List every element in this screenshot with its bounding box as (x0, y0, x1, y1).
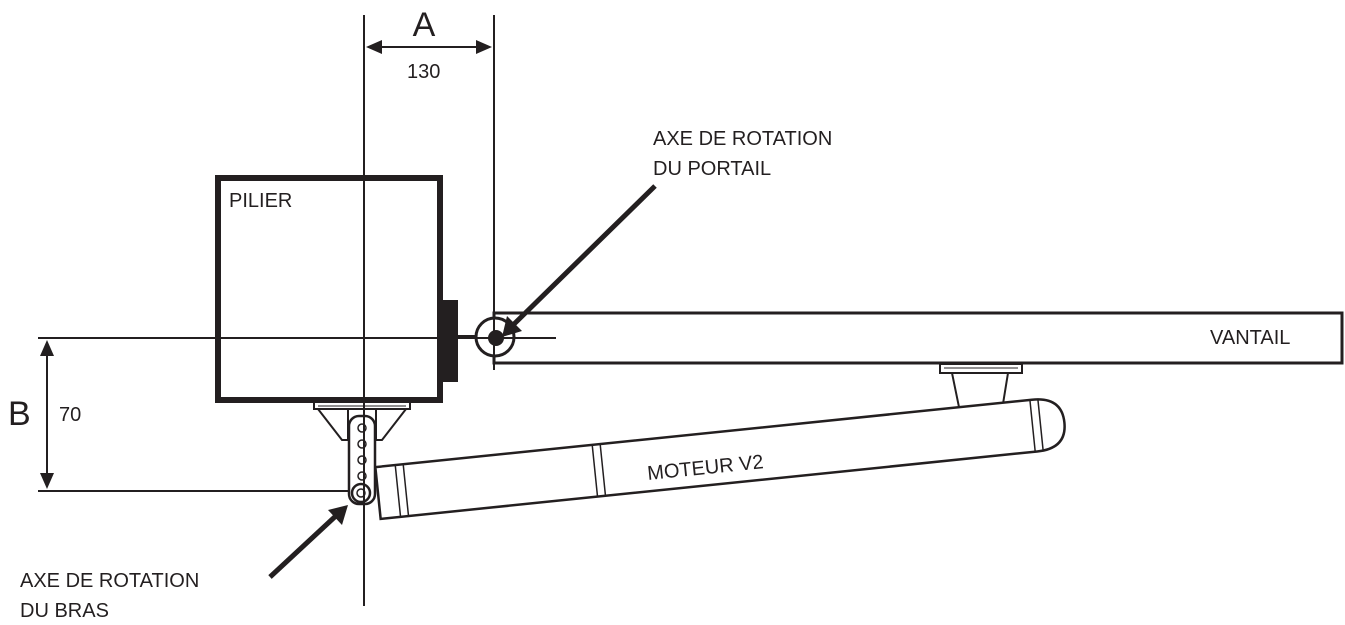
dimension-a: A 130 (366, 6, 492, 83)
motor-body (373, 398, 1066, 521)
reference-lines (38, 15, 556, 606)
vantail-label: VANTAIL (1210, 327, 1290, 349)
pointer-arrows (268, 184, 657, 579)
pillar-label: PILIER (229, 190, 292, 212)
arm-axis-label-line1: AXE DE ROTATION (20, 570, 199, 592)
dimension-b-value: 70 (59, 404, 81, 426)
dimension-b-letter: B (8, 395, 31, 433)
dimension-a-value: 130 (407, 61, 440, 83)
arm-axis-label-line2: DU BRAS (20, 600, 109, 622)
gate-axis-label-line2: DU PORTAIL (653, 158, 771, 180)
dimension-b: B 70 (8, 340, 81, 489)
gate-axis-pointer-arrow (508, 184, 657, 330)
dimension-a-letter: A (413, 6, 436, 44)
arm-bracket (313, 401, 411, 506)
gate-bracket (939, 363, 1023, 414)
pillar-box (215, 175, 443, 403)
gate-axis-label-line1: AXE DE ROTATION (653, 128, 832, 150)
arm-axis-pointer-arrow (268, 511, 341, 579)
